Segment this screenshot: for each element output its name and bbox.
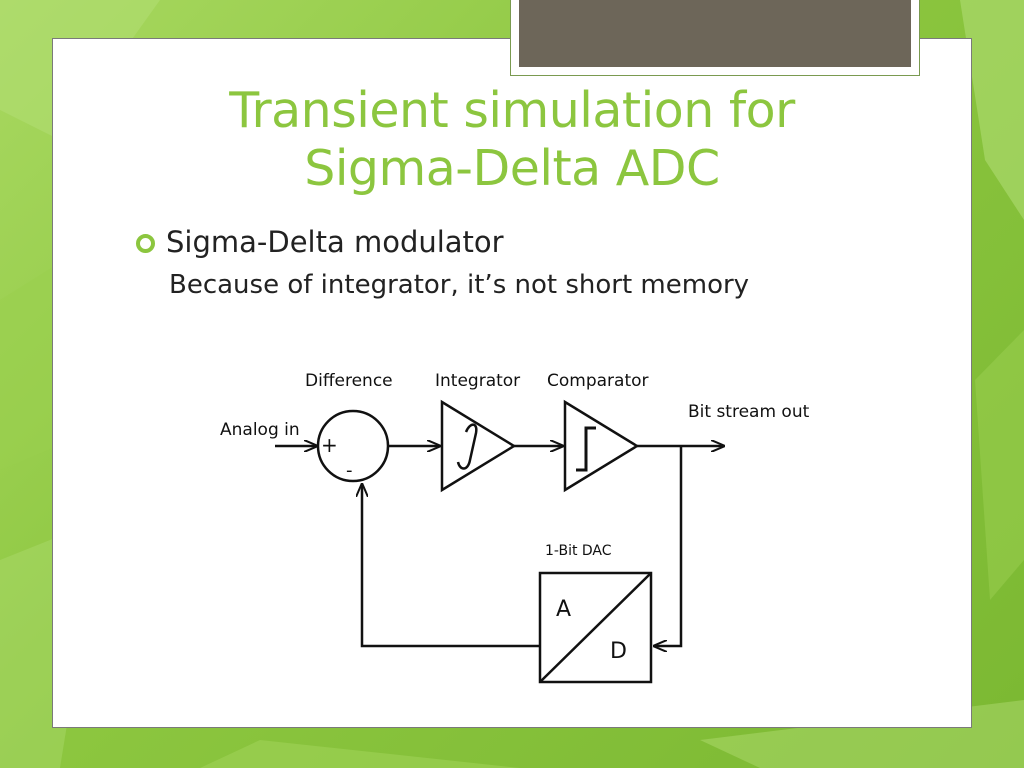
dac-to-difference-feedback-line <box>362 484 540 648</box>
dac-d-letter: D <box>610 639 627 664</box>
slide-title: Transient simulation for Sigma-Delta ADC <box>52 82 972 198</box>
step-symbol <box>576 426 596 472</box>
integrator-label: Integrator <box>435 371 520 391</box>
integral-symbol <box>456 423 478 470</box>
ring-bullet-icon <box>136 233 155 253</box>
slide-title-line-1: Transient simulation for <box>229 82 795 139</box>
comparator-block <box>563 399 640 493</box>
plus-sign: + <box>321 433 338 457</box>
integrator-block <box>440 399 517 493</box>
bullet-text: Sigma-Delta modulator <box>166 225 504 259</box>
bullet-subtext: Because of integrator, it’s not short me… <box>169 270 750 300</box>
title-tab-fill <box>519 0 911 67</box>
slide-panel <box>52 38 972 728</box>
bullet-item: Sigma-Delta modulator <box>136 222 504 262</box>
dac-diagonal <box>539 572 652 683</box>
feedback-to-dac-line <box>654 446 683 646</box>
title-tab-decoration <box>510 0 920 76</box>
bit-stream-out-label: Bit stream out <box>688 402 810 422</box>
minus-sign: - <box>346 460 353 481</box>
analog-in-label: Analog in <box>220 420 300 440</box>
comparator-label: Comparator <box>547 371 649 391</box>
dac-a-letter: A <box>556 597 571 622</box>
slide-title-line-2: Sigma-Delta ADC <box>304 140 720 197</box>
difference-label: Difference <box>305 371 393 391</box>
dac-label: 1-Bit DAC <box>545 543 612 559</box>
